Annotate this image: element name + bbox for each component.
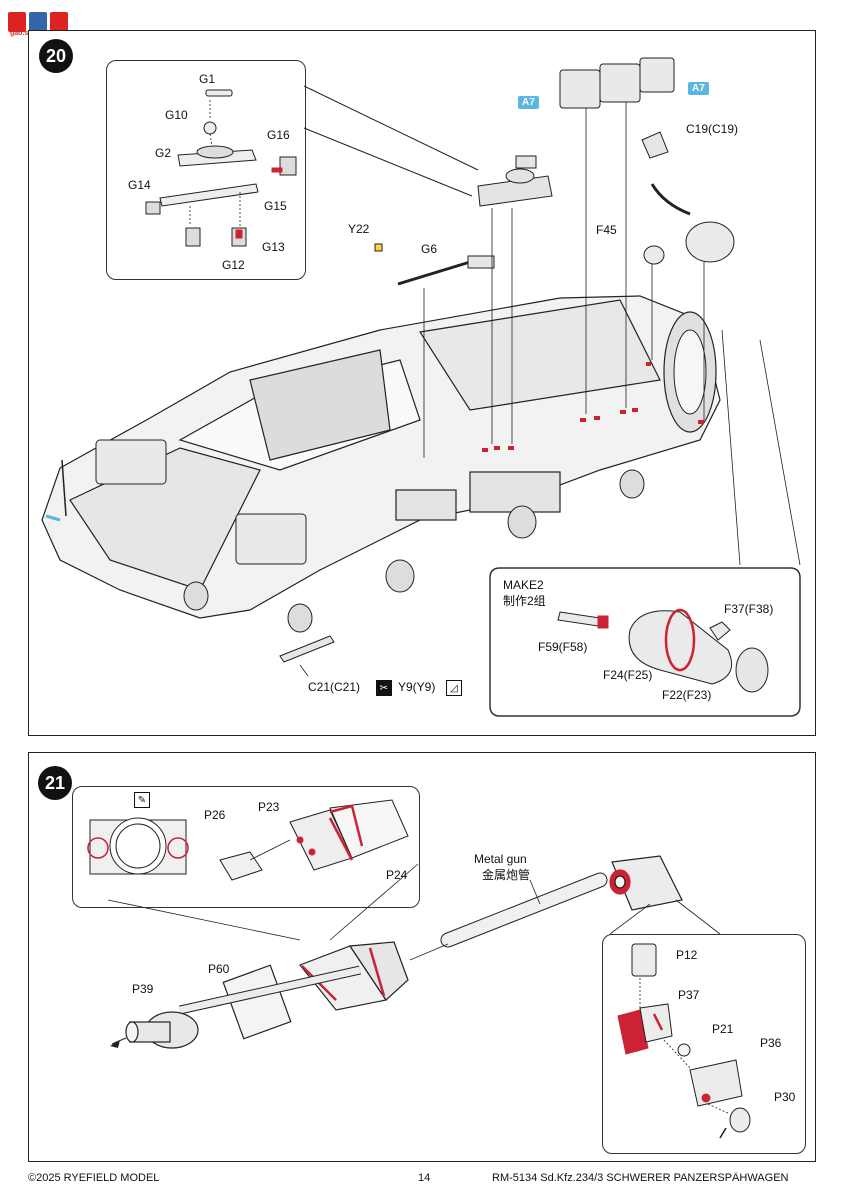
label-p26: P26 [204,808,226,822]
label-p60: P60 [208,962,230,976]
label-f37: F37(F38) [724,602,774,616]
label-metal-gun-cn: 金属炮管 [482,868,531,882]
label-g6: G6 [421,242,438,256]
cut-icon: ✂ [376,680,392,696]
label-p24: P24 [386,868,408,882]
label-y9: Y9(Y9) [398,680,436,694]
site-logo [6,8,70,36]
label-g15: G15 [264,199,287,213]
label-f24: F24(F25) [603,668,653,682]
label-y22: Y22 [348,222,370,236]
label-g2: G2 [155,146,172,160]
step-21-badge: 21 [38,766,72,800]
label-g14: G14 [128,178,151,192]
label-g16: G16 [267,128,290,142]
label-p23: P23 [258,800,280,814]
label-f45: F45 [596,223,617,237]
step-20-badge: 20 [39,39,73,73]
label-p37: P37 [678,988,700,1002]
footer-product: RM-5134 Sd.Kfz.234/3 SCHWERER PANZERSPÄH… [492,1172,789,1184]
badge-a7-left: A7 [518,96,539,109]
label-p36: P36 [760,1036,782,1050]
label-p30: P30 [774,1090,796,1104]
label-g10: G10 [165,108,188,122]
footer-page-number: 14 [418,1172,431,1184]
label-c21: C21(C21) [308,680,361,694]
label-c19: C19(C19) [686,122,739,136]
label-g12: G12 [222,258,245,272]
label-p39: P39 [132,982,154,996]
paint-icon: ✎ [134,792,150,808]
label-f59: F59(F58) [538,640,588,654]
make-subtitle: 制作2组 [503,594,546,608]
label-p12: P12 [676,948,698,962]
label-metal-gun: Metal gun [474,852,527,866]
glue-icon: ◿ [446,680,462,696]
label-f22: F22(F23) [662,688,712,702]
label-g13: G13 [262,240,285,254]
label-g1: G1 [199,72,216,86]
make-title: MAKE2 [503,578,544,592]
footer-copyright: ©2025 RYEFIELD MODEL [28,1172,160,1184]
badge-a7-right: A7 [688,82,709,95]
label-p21: P21 [712,1022,734,1036]
